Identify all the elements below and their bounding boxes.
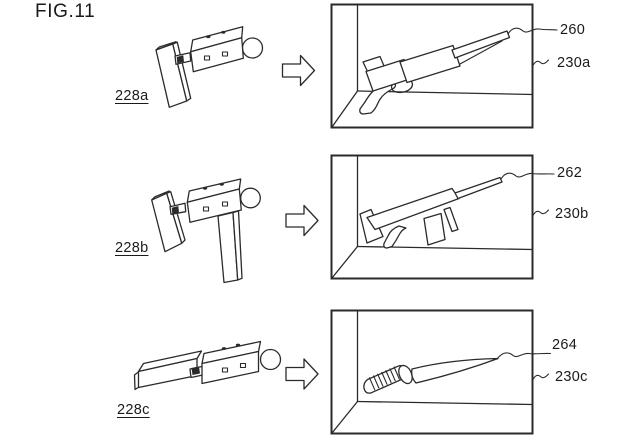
connector-button	[191, 366, 200, 375]
screen-230c	[330, 309, 534, 435]
leader-line-264	[496, 352, 552, 360]
shotgun-grip	[359, 81, 397, 115]
handle-hatching	[368, 366, 400, 391]
leader-squiggle-230a	[532, 59, 550, 67]
rifle-grip	[383, 225, 407, 249]
block-arrow-right-icon	[285, 358, 319, 390]
motion-controller-with-stock-extension-icon	[133, 340, 282, 391]
under-barrel-tube	[459, 40, 503, 65]
shotgun-pump	[399, 44, 461, 84]
room-corner-edge	[331, 90, 359, 128]
face-button-icon	[221, 51, 229, 57]
sword-icon	[363, 357, 499, 394]
tracking-sphere	[259, 348, 282, 371]
block-arrow-right-icon	[285, 204, 319, 237]
motion-controller-with-grip-attachment-icon	[155, 26, 264, 108]
controller-body-front	[190, 37, 244, 73]
assault-rifle-icon	[359, 176, 503, 249]
block-arrow-right-icon	[281, 54, 316, 87]
weapon-ref-label-262: 262	[557, 165, 583, 181]
top-button-icon	[202, 186, 208, 190]
face-button-icon	[203, 55, 211, 61]
room-corner-edge	[331, 245, 359, 279]
leader-line-260	[507, 27, 558, 35]
sword-blade	[411, 357, 499, 384]
row-1	[155, 3, 558, 129]
rifle-stock	[359, 208, 384, 244]
screen-230b	[330, 154, 534, 280]
connector-button	[171, 206, 179, 214]
tracking-sphere	[241, 37, 264, 59]
grip-slab-front	[155, 43, 188, 108]
controller-body-front	[186, 188, 242, 223]
top-button-icon	[219, 182, 224, 186]
room-corner-edge	[331, 400, 359, 434]
screen-ref-label-230c: 230c	[555, 369, 588, 385]
screen-ref-label-230a: 230a	[557, 55, 591, 71]
tracking-sphere	[240, 187, 261, 209]
controller-body-front	[201, 350, 260, 385]
row-2	[151, 154, 555, 284]
weapon-ref-label-264: 264	[552, 337, 578, 353]
connector-button	[176, 55, 184, 64]
shotgun-barrel	[451, 30, 511, 59]
face-button-icon	[239, 362, 247, 369]
grip-slab-front	[151, 192, 183, 253]
motion-controller-with-grip-and-handle-icon	[151, 178, 261, 284]
top-button-icon	[235, 343, 241, 347]
top-button-icon	[221, 30, 226, 34]
rifle-foregrip	[443, 206, 459, 233]
screen-230a	[330, 3, 534, 129]
row-3	[133, 309, 552, 435]
shotgun-icon	[359, 30, 511, 115]
figure-title: FIG.11	[35, 1, 96, 22]
weapon-ref-label-260: 260	[560, 22, 586, 38]
controller-ref-label-228b: 228b	[115, 240, 149, 256]
screen-ref-label-230b: 230b	[555, 206, 589, 222]
leader-squiggle-230c	[532, 373, 550, 381]
sword-guard-ring	[398, 364, 413, 385]
top-button-icon	[206, 35, 211, 39]
controller-ref-label-228c: 228c	[117, 402, 150, 418]
face-button-icon	[221, 367, 229, 373]
face-button-icon	[202, 206, 210, 212]
rifle-barrel	[454, 176, 503, 200]
top-button-icon	[221, 347, 227, 350]
room-floor-edge	[356, 400, 534, 406]
face-button-icon	[221, 201, 229, 207]
leader-squiggle-230b	[532, 209, 550, 217]
leader-line-262	[500, 172, 555, 180]
rifle-magazine	[423, 212, 446, 246]
controller-ref-label-228a: 228a	[115, 88, 149, 104]
